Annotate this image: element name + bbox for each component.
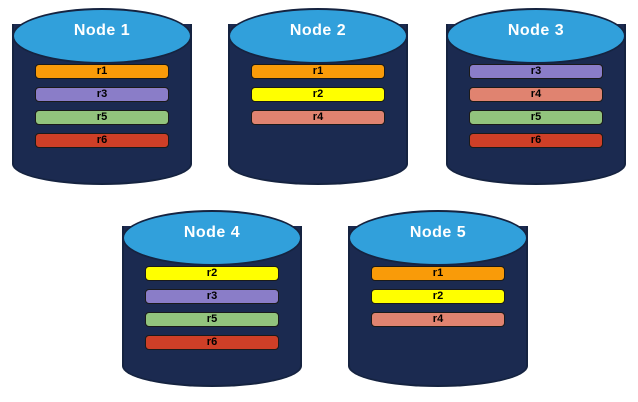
replica-bar[interactable]: r2: [145, 266, 279, 281]
replica-bar[interactable]: r1: [371, 266, 505, 281]
cylinder-top: [348, 210, 528, 266]
replica-bar[interactable]: r5: [35, 110, 169, 125]
database-cylinder-icon: [228, 8, 408, 185]
database-cylinder-icon: [12, 8, 192, 185]
replica-bar[interactable]: r6: [145, 335, 279, 350]
replica-bar[interactable]: r6: [469, 133, 603, 148]
replica-bar[interactable]: r3: [145, 289, 279, 304]
cylinder-top: [446, 8, 626, 64]
cylinder-top: [12, 8, 192, 64]
replica-bar[interactable]: r3: [35, 87, 169, 102]
database-cylinder-icon: [446, 8, 626, 185]
replica-list: r1 r2 r4: [371, 266, 505, 327]
replica-bar[interactable]: r5: [469, 110, 603, 125]
replica-bar[interactable]: r5: [145, 312, 279, 327]
replica-bar[interactable]: r1: [35, 64, 169, 79]
cylinder-top: [228, 8, 408, 64]
replica-bar[interactable]: r3: [469, 64, 603, 79]
database-cylinder-icon: [122, 210, 302, 387]
replica-bar[interactable]: r1: [251, 64, 385, 79]
cylinder-top: [122, 210, 302, 266]
replica-list: r2 r3 r5 r6: [145, 266, 279, 350]
replica-bar[interactable]: r2: [251, 87, 385, 102]
replica-list: r3 r4 r5 r6: [469, 64, 603, 148]
replica-bar[interactable]: r6: [35, 133, 169, 148]
replica-bar[interactable]: r4: [469, 87, 603, 102]
database-cylinder-icon: [348, 210, 528, 387]
replica-bar[interactable]: r4: [251, 110, 385, 125]
replica-list: r1 r3 r5 r6: [35, 64, 169, 148]
replica-bar[interactable]: r2: [371, 289, 505, 304]
replica-list: r1 r2 r4: [251, 64, 385, 125]
replica-bar[interactable]: r4: [371, 312, 505, 327]
